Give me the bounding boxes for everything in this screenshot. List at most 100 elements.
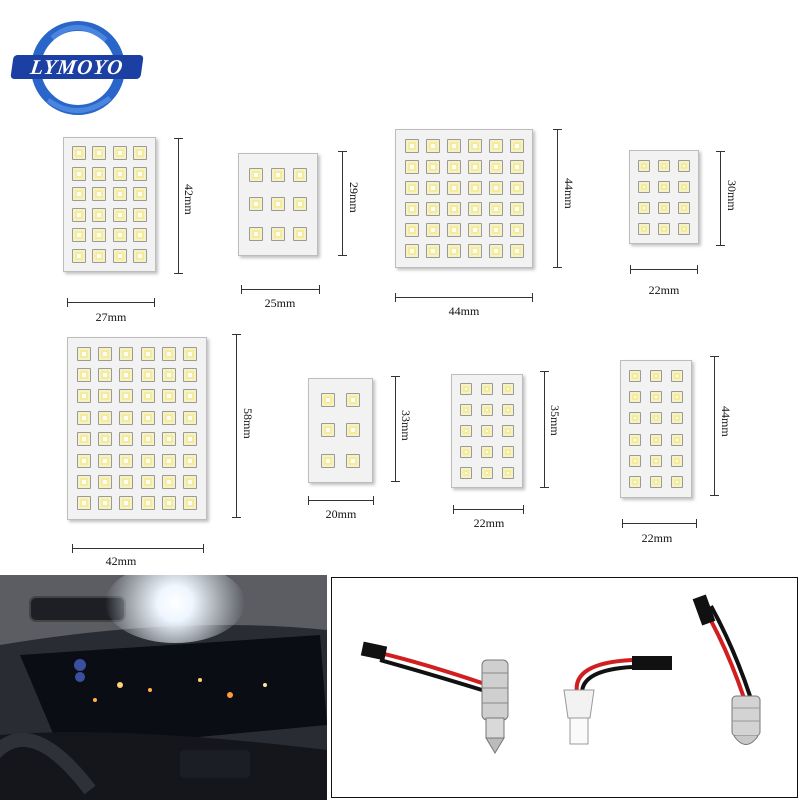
led-chip xyxy=(649,433,662,446)
led-chip xyxy=(293,197,307,212)
width-label: 25mm xyxy=(264,296,296,310)
led-chip xyxy=(670,369,683,382)
led-chip xyxy=(183,496,198,511)
led-chip xyxy=(132,187,147,202)
led-chip xyxy=(404,180,419,195)
led-chip xyxy=(92,146,107,161)
led-chip xyxy=(76,432,91,447)
led-chip xyxy=(629,369,642,382)
led-panel-1 xyxy=(63,137,156,272)
led-grid xyxy=(621,361,691,497)
led-chip xyxy=(629,476,642,489)
led-chip xyxy=(501,466,514,479)
led-chip xyxy=(649,369,662,382)
led-chip xyxy=(97,389,112,404)
led-chip xyxy=(119,389,134,404)
width-label: 27mm xyxy=(95,310,127,324)
height-label: 30mm xyxy=(725,180,739,211)
led-panel-5 xyxy=(67,337,207,520)
led-chip xyxy=(161,453,176,468)
led-chip xyxy=(404,138,419,153)
led-chip xyxy=(670,433,683,446)
led-chip xyxy=(501,404,514,417)
led-chip xyxy=(488,223,503,238)
led-chip xyxy=(320,453,335,468)
height-dimension-line xyxy=(716,151,725,246)
led-chip xyxy=(658,222,670,235)
led-chip xyxy=(404,159,419,174)
led-chip xyxy=(119,496,134,511)
led-chip xyxy=(629,390,642,403)
led-chip xyxy=(501,383,514,396)
led-chip xyxy=(293,227,307,242)
led-grid xyxy=(68,338,206,519)
height-dimension-line xyxy=(391,376,400,482)
led-chip xyxy=(76,496,91,511)
led-chip xyxy=(161,410,176,425)
led-chip xyxy=(649,476,662,489)
led-chip xyxy=(161,496,176,511)
led-chip xyxy=(271,167,285,182)
led-chip xyxy=(446,244,461,259)
led-chip xyxy=(480,424,493,437)
led-chip xyxy=(509,223,524,238)
led-chip xyxy=(670,390,683,403)
height-label: 35mm xyxy=(548,405,562,436)
led-chip xyxy=(183,410,198,425)
led-chip xyxy=(132,166,147,181)
led-chip xyxy=(425,223,440,238)
led-chip xyxy=(446,159,461,174)
led-chip xyxy=(404,202,419,217)
led-chip xyxy=(119,368,134,383)
car-interior-photo xyxy=(0,575,327,800)
led-chip xyxy=(183,368,198,383)
led-chip xyxy=(446,138,461,153)
led-chip xyxy=(132,248,147,263)
led-chip xyxy=(460,424,473,437)
width-dimension-line xyxy=(241,285,320,294)
led-chip xyxy=(92,187,107,202)
width-dimension-line xyxy=(395,293,533,302)
led-chip xyxy=(92,207,107,222)
led-chip xyxy=(649,454,662,467)
led-chip xyxy=(346,423,361,438)
led-chip xyxy=(425,138,440,153)
led-chip xyxy=(76,474,91,489)
led-chip xyxy=(140,368,155,383)
led-chip xyxy=(460,466,473,479)
led-chip xyxy=(119,453,134,468)
height-dimension-line xyxy=(540,371,549,488)
led-chip xyxy=(658,159,670,172)
brand-name: LYMOYO xyxy=(10,55,144,79)
led-chip xyxy=(161,368,176,383)
led-chip xyxy=(92,228,107,243)
led-chip xyxy=(346,393,361,408)
led-chip xyxy=(629,433,642,446)
led-chip xyxy=(658,180,670,193)
led-panel-6 xyxy=(308,378,373,483)
led-chip xyxy=(119,346,134,361)
led-chip xyxy=(249,227,263,242)
led-chip xyxy=(501,424,514,437)
led-chip xyxy=(119,410,134,425)
led-chip xyxy=(112,207,127,222)
height-dimension-line xyxy=(710,356,719,496)
led-chip xyxy=(97,346,112,361)
led-chip xyxy=(271,227,285,242)
led-grid xyxy=(630,151,698,243)
led-chip xyxy=(119,474,134,489)
led-chip xyxy=(480,404,493,417)
led-chip xyxy=(72,207,87,222)
led-chip xyxy=(446,202,461,217)
led-chip xyxy=(638,180,650,193)
led-chip xyxy=(509,159,524,174)
led-chip xyxy=(446,180,461,195)
led-chip xyxy=(678,159,690,172)
width-dimension-line xyxy=(622,519,697,528)
led-chip xyxy=(112,146,127,161)
led-chip xyxy=(678,180,690,193)
led-chip xyxy=(649,412,662,425)
width-dimension-line xyxy=(630,265,698,274)
led-chip xyxy=(183,389,198,404)
led-chip xyxy=(72,166,87,181)
